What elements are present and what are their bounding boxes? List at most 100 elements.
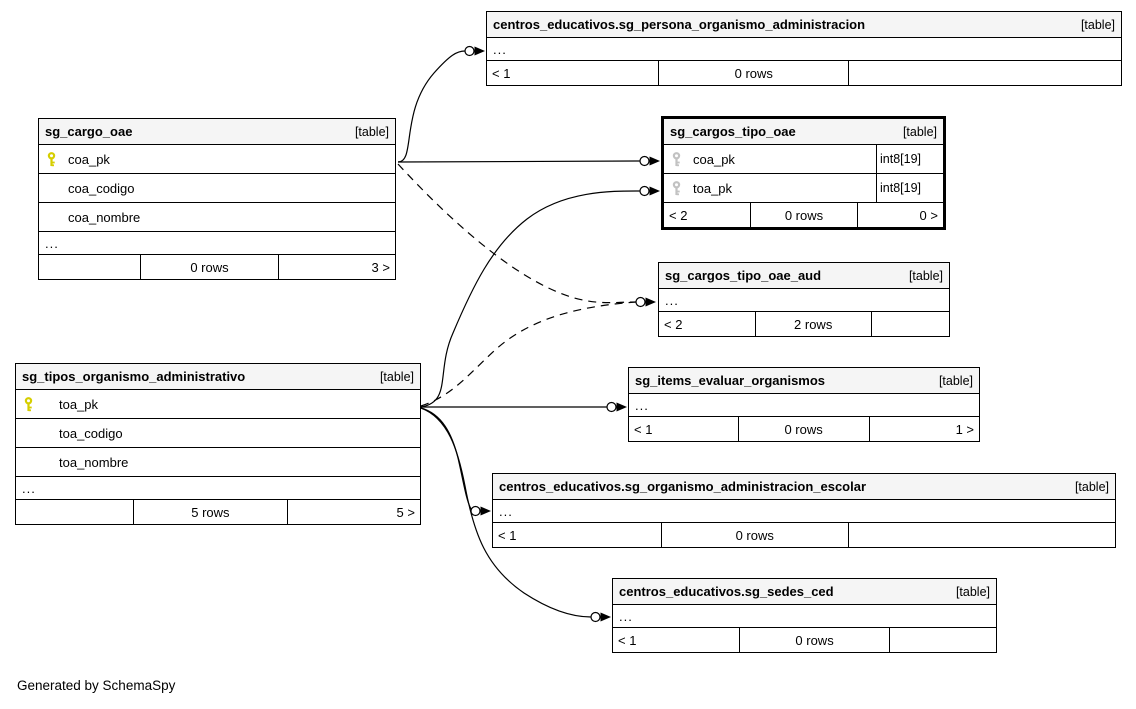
columns-ellipsis-row: ... bbox=[16, 477, 420, 500]
column-row: toa_pk int8[19] bbox=[664, 174, 943, 203]
relationship-line-tipos-to-sedes bbox=[420, 407, 592, 618]
relationship-endpoint bbox=[639, 155, 660, 167]
column-row: toa_nombre bbox=[16, 448, 420, 477]
table-name: sg_cargo_oae bbox=[45, 124, 133, 139]
relationship-line-tipos-to-escolar bbox=[420, 407, 472, 510]
table-header: centros_educativos.sg_persona_organismo_… bbox=[487, 12, 1121, 38]
table-header: sg_cargo_oae [table] bbox=[39, 119, 395, 145]
table-name: centros_educativos.sg_organismo_administ… bbox=[499, 479, 867, 494]
column-type: int8[19] bbox=[876, 145, 943, 173]
footer-parents: < 1 bbox=[634, 421, 653, 437]
column-type: int8[19] bbox=[876, 174, 943, 202]
footer-rowcount: 2 rows bbox=[754, 312, 871, 336]
column-row: coa_pk int8[19] bbox=[664, 145, 943, 174]
table-name: sg_items_evaluar_organismos bbox=[635, 373, 826, 388]
table-sg-sedes-ced[interactable]: centros_educativos.sg_sedes_ced [table] … bbox=[612, 578, 997, 653]
table-header: centros_educativos.sg_organismo_administ… bbox=[493, 474, 1115, 500]
table-footer: < 1 0 rows bbox=[613, 628, 996, 652]
table-tag: [table] bbox=[938, 373, 973, 388]
relationship-line-tipos-to-aud bbox=[420, 301, 637, 407]
table-footer: 5 rows 5 > bbox=[16, 500, 420, 524]
table-sg-persona-organismo-administracion[interactable]: centros_educativos.sg_persona_organismo_… bbox=[486, 11, 1122, 86]
column-row: coa_codigo bbox=[39, 174, 395, 203]
relationship-line-tipos-to-cargos-tipo bbox=[420, 190, 641, 408]
relationship-endpoint bbox=[470, 505, 491, 517]
table-header: sg_tipos_organismo_administrativo [table… bbox=[16, 364, 420, 390]
footer-rowcount: 0 rows bbox=[660, 523, 848, 547]
table-tag: [table] bbox=[354, 124, 389, 139]
columns-ellipsis-row: ... bbox=[659, 289, 949, 312]
footer-rowcount: 0 rows bbox=[739, 628, 888, 652]
relationship-endpoint bbox=[606, 401, 627, 413]
footer-children bbox=[847, 523, 1115, 547]
column-name: toa_pk bbox=[693, 180, 733, 196]
columns-ellipsis-row: ... bbox=[613, 605, 996, 628]
footer-rowcount: 0 rows bbox=[750, 203, 856, 227]
table-sg-cargos-tipo-oae-aud[interactable]: sg_cargos_tipo_oae_aud [table] ... < 2 2… bbox=[658, 262, 950, 337]
table-footer: < 1 0 rows bbox=[487, 61, 1121, 85]
footer-parents bbox=[39, 255, 140, 279]
column-name: toa_codigo bbox=[59, 425, 123, 441]
footer-rowcount: 5 rows bbox=[133, 500, 287, 524]
columns-ellipsis-row: ... bbox=[39, 232, 395, 255]
columns-ellipsis-row: ... bbox=[629, 394, 979, 417]
table-name: centros_educativos.sg_sedes_ced bbox=[619, 584, 834, 599]
table-footer: < 2 0 rows 0 > bbox=[664, 203, 943, 227]
columns-ellipsis-row: ... bbox=[493, 500, 1115, 523]
relationship-endpoint bbox=[639, 185, 660, 197]
column-row: toa_codigo bbox=[16, 419, 420, 448]
footer-children: 3 > bbox=[277, 255, 395, 279]
relationship-line-cargo-to-cargos-tipo bbox=[397, 160, 641, 163]
footer-children: 5 > bbox=[286, 500, 420, 524]
footer-children bbox=[848, 61, 1121, 85]
footer-parents: < 2 bbox=[664, 316, 683, 332]
table-tag: [table] bbox=[1080, 17, 1115, 32]
footer-children: 0 > bbox=[856, 203, 943, 227]
column-name: coa_nombre bbox=[68, 209, 141, 225]
table-header: sg_cargos_tipo_oae [table] bbox=[664, 119, 943, 145]
table-sg-cargo-oae[interactable]: sg_cargo_oae [table] coa_pk coa_codigo c… bbox=[38, 118, 396, 280]
column-row: coa_pk bbox=[39, 145, 395, 174]
table-tag: [table] bbox=[1074, 479, 1109, 494]
primary-foreign-key-icon bbox=[671, 180, 682, 196]
footer-parents: < 1 bbox=[492, 65, 511, 81]
relationship-line-cargo-to-aud bbox=[397, 163, 637, 304]
table-header: centros_educativos.sg_sedes_ced [table] bbox=[613, 579, 996, 605]
table-name: sg_cargos_tipo_oae_aud bbox=[665, 268, 822, 283]
table-footer: < 1 0 rows bbox=[493, 523, 1115, 547]
column-row: toa_pk bbox=[16, 390, 420, 419]
table-sg-tipos-organismo-administrativo[interactable]: sg_tipos_organismo_administrativo [table… bbox=[15, 363, 421, 525]
table-sg-organismo-administracion-escolar[interactable]: centros_educativos.sg_organismo_administ… bbox=[492, 473, 1116, 548]
table-sg-items-evaluar-organismos[interactable]: sg_items_evaluar_organismos [table] ... … bbox=[628, 367, 980, 442]
relationship-endpoint bbox=[464, 45, 485, 57]
table-tag: [table] bbox=[955, 584, 990, 599]
column-row: coa_nombre bbox=[39, 203, 395, 232]
footer-rowcount: 0 rows bbox=[737, 417, 869, 441]
footer-children bbox=[888, 628, 996, 652]
columns-ellipsis-row: ... bbox=[487, 38, 1121, 61]
table-tag: [table] bbox=[908, 268, 943, 283]
footer-rowcount: 0 rows bbox=[658, 61, 848, 85]
table-tag: [table] bbox=[902, 124, 937, 139]
table-name: sg_cargos_tipo_oae bbox=[670, 124, 796, 139]
table-sg-cargos-tipo-oae[interactable]: sg_cargos_tipo_oae [table] coa_pk int8[1… bbox=[661, 116, 946, 230]
column-name: coa_pk bbox=[693, 151, 735, 167]
primary-foreign-key-icon bbox=[671, 151, 682, 167]
table-tag: [table] bbox=[379, 369, 414, 384]
footer-children bbox=[870, 312, 949, 336]
relationship-endpoint bbox=[590, 611, 611, 623]
table-header: sg_items_evaluar_organismos [table] bbox=[629, 368, 979, 394]
footer-children: 1 > bbox=[868, 417, 979, 441]
table-name: centros_educativos.sg_persona_organismo_… bbox=[493, 17, 866, 32]
column-name: coa_codigo bbox=[68, 180, 135, 196]
table-footer: 0 rows 3 > bbox=[39, 255, 395, 279]
footer-parents: < 1 bbox=[618, 632, 637, 648]
table-footer: < 1 0 rows 1 > bbox=[629, 417, 979, 441]
table-footer: < 2 2 rows bbox=[659, 312, 949, 336]
table-header: sg_cargos_tipo_oae_aud [table] bbox=[659, 263, 949, 289]
footer-parents: < 2 bbox=[669, 207, 688, 223]
column-name: coa_pk bbox=[68, 151, 110, 167]
footer-parents bbox=[16, 500, 133, 524]
